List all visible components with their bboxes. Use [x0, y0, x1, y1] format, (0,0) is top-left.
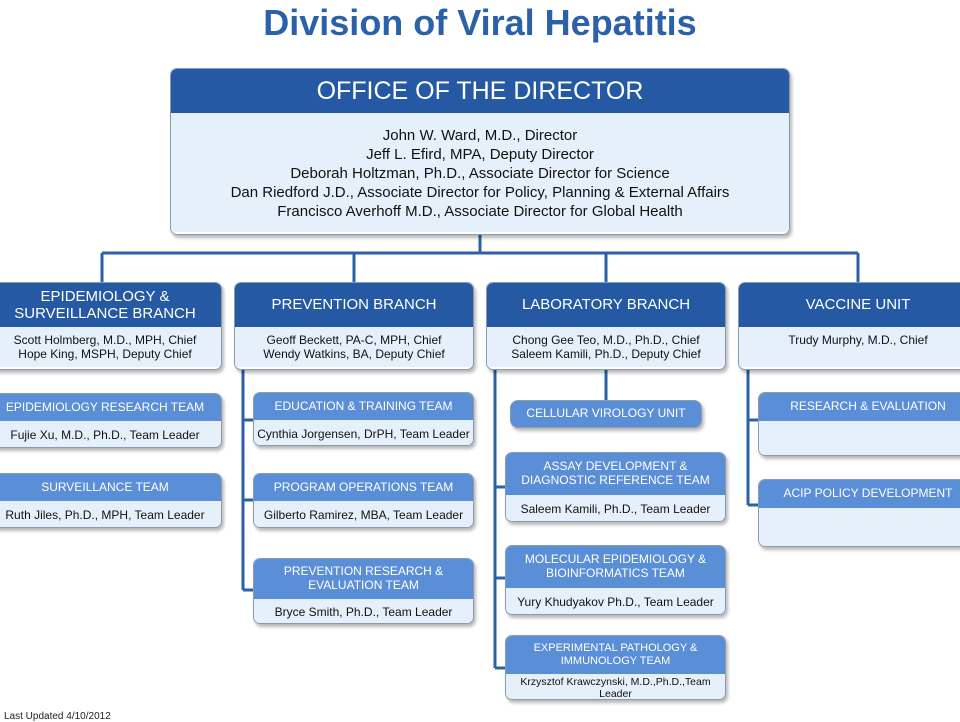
team-acip-policy-development: ACIP POLICY DEVELOPMENT	[758, 479, 960, 547]
branch-member: Trudy Murphy, M.D., Chief	[788, 333, 928, 347]
branch-member: Geoff Beckett, PA-C, MPH, Chief	[266, 333, 442, 347]
unit-cellular-virology: CELLULAR VIROLOGY UNIT	[510, 400, 702, 428]
office-member: Dan Riedford J.D., Associate Director fo…	[230, 184, 730, 201]
team-surveillance: SURVEILLANCE TEAM Ruth Jiles, Ph.D., MPH…	[0, 473, 222, 528]
branch-member: Hope King, MSPH, Deputy Chief	[18, 347, 192, 361]
team-header: EXPERIMENTAL PATHOLOGY &IMMUNOLOGY TEAM	[506, 636, 725, 674]
team-leader	[759, 508, 960, 546]
team-header: PREVENTION RESEARCH &EVALUATION TEAM	[254, 559, 473, 599]
office-member: Deborah Holtzman, Ph.D., Associate Direc…	[290, 165, 670, 182]
office-member: John W. Ward, M.D., Director	[382, 127, 578, 144]
team-research-evaluation: RESEARCH & EVALUATION	[758, 392, 960, 456]
team-leader: Saleem Kamili, Ph.D., Team Leader	[506, 495, 725, 521]
branch-members: Geoff Beckett, PA-C, MPH, Chief Wendy Wa…	[235, 327, 473, 367]
office-of-director-box: OFFICE OF THE DIRECTOR John W. Ward, M.D…	[170, 68, 790, 235]
team-experimental-pathology: EXPERIMENTAL PATHOLOGY &IMMUNOLOGY TEAM …	[505, 635, 726, 700]
branch-members: Chong Gee Teo, M.D., Ph.D., Chief Saleem…	[487, 327, 725, 367]
team-header: ACIP POLICY DEVELOPMENT	[759, 480, 960, 508]
branch-member: Chong Gee Teo, M.D., Ph.D., Chief	[512, 333, 700, 347]
team-leader: Krzysztof Krawczynski, M.D.,Ph.D.,Team L…	[506, 674, 725, 699]
branch-header: LABORATORY BRANCH	[487, 283, 725, 327]
branch-header: PREVENTION BRANCH	[235, 283, 473, 327]
team-leader: Bryce Smith, Ph.D., Team Leader	[254, 599, 473, 623]
branch-member: Saleem Kamili, Ph.D., Deputy Chief	[511, 347, 701, 361]
team-epidemiology-research: EPIDEMIOLOGY RESEARCH TEAM Fujie Xu, M.D…	[0, 393, 222, 448]
last-updated-note: Last Updated 4/10/2012	[4, 711, 111, 722]
page-title: Division of Viral Hepatitis	[263, 2, 697, 43]
team-leader	[759, 421, 960, 455]
team-prevention-research-evaluation: PREVENTION RESEARCH &EVALUATION TEAM Bry…	[253, 558, 474, 624]
team-header: ASSAY DEVELOPMENT &DIAGNOSTIC REFERENCE …	[506, 453, 725, 495]
team-header: MOLECULAR EPIDEMIOLOGY &BIOINFORMATICS T…	[506, 546, 725, 588]
office-member: Jeff L. Efird, MPA, Deputy Director	[366, 146, 594, 163]
team-molecular-epidemiology: MOLECULAR EPIDEMIOLOGY &BIOINFORMATICS T…	[505, 545, 726, 615]
office-members: John W. Ward, M.D., Director Jeff L. Efi…	[171, 113, 789, 232]
team-leader: Yury Khudyakov Ph.D., Team Leader	[506, 588, 725, 614]
team-leader: Cynthia Jorgensen, DrPH, Team Leader	[254, 420, 473, 445]
branch-member: Scott Holmberg, M.D., MPH, Chief	[13, 333, 197, 347]
team-header: SURVEILLANCE TEAM	[0, 474, 221, 501]
branch-member: Wendy Watkins, BA, Deputy Chief	[263, 347, 445, 361]
team-header: EDUCATION & TRAINING TEAM	[254, 393, 473, 420]
branch-epidemiology-surveillance: EPIDEMIOLOGY &SURVEILLANCE BRANCH Scott …	[0, 282, 222, 370]
branch-header: VACCINE UNIT	[739, 283, 960, 327]
branch-members: Scott Holmberg, M.D., MPH, Chief Hope Ki…	[0, 327, 221, 367]
team-assay-development: ASSAY DEVELOPMENT &DIAGNOSTIC REFERENCE …	[505, 452, 726, 522]
office-header: OFFICE OF THE DIRECTOR	[171, 69, 789, 113]
team-header: EPIDEMIOLOGY RESEARCH TEAM	[0, 394, 221, 421]
branch-prevention: PREVENTION BRANCH Geoff Beckett, PA-C, M…	[234, 282, 474, 370]
branch-members: Trudy Murphy, M.D., Chief	[739, 327, 960, 367]
team-leader: Gilberto Ramirez, MBA, Team Leader	[254, 501, 473, 527]
team-header: PROGRAM OPERATIONS TEAM	[254, 474, 473, 501]
branch-vaccine-unit: VACCINE UNIT Trudy Murphy, M.D., Chief	[738, 282, 960, 370]
team-program-operations: PROGRAM OPERATIONS TEAM Gilberto Ramirez…	[253, 473, 474, 528]
team-leader: Ruth Jiles, Ph.D., MPH, Team Leader	[0, 501, 221, 527]
office-member: Francisco Averhoff M.D., Associate Direc…	[277, 203, 683, 220]
team-education-training: EDUCATION & TRAINING TEAM Cynthia Jorgen…	[253, 392, 474, 446]
team-header: RESEARCH & EVALUATION	[759, 393, 960, 421]
team-leader: Fujie Xu, M.D., Ph.D., Team Leader	[0, 421, 221, 447]
branch-header: EPIDEMIOLOGY &SURVEILLANCE BRANCH	[0, 283, 221, 327]
branch-laboratory: LABORATORY BRANCH Chong Gee Teo, M.D., P…	[486, 282, 726, 370]
